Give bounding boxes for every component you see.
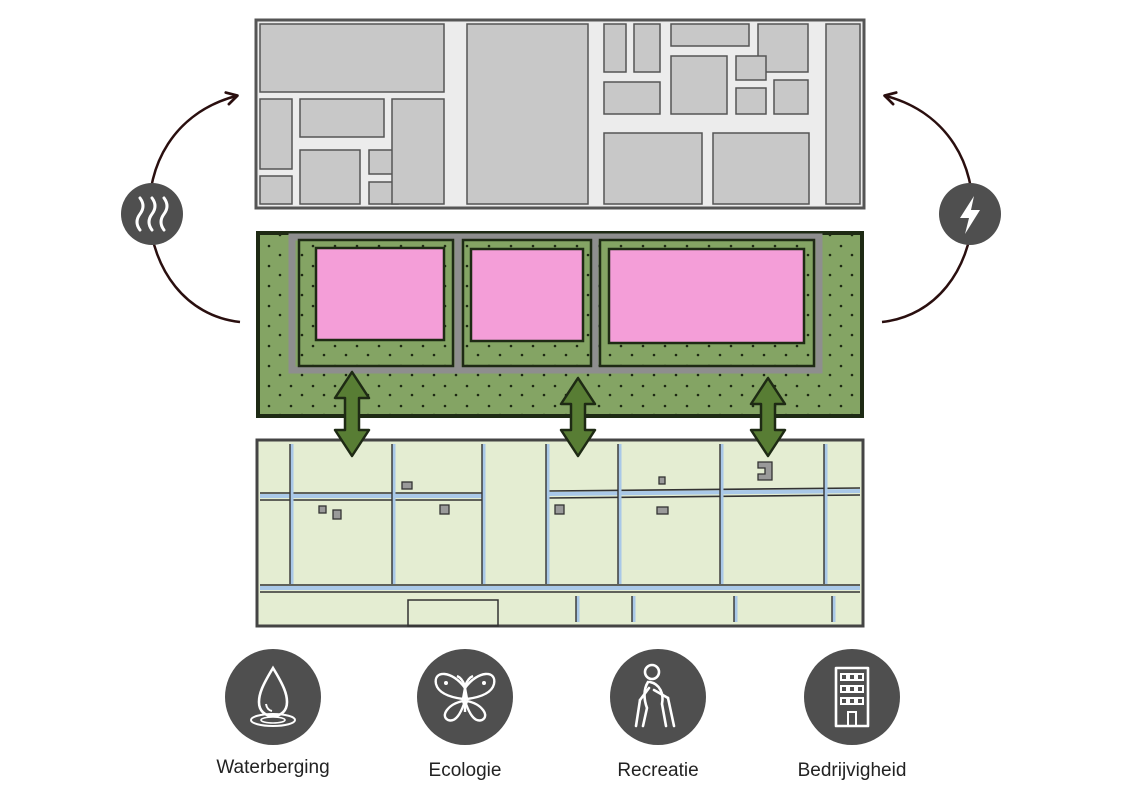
exchange-arrows [333, 370, 787, 458]
urban-area [254, 18, 866, 210]
office-building-icon [804, 649, 900, 745]
elderly-walker-icon [610, 649, 706, 745]
legend-label-recreatie: Recreatie [617, 760, 699, 781]
pink-block-1 [314, 246, 446, 342]
double-arrow-2 [559, 376, 597, 458]
green-buffer-zone [256, 231, 864, 418]
double-arrow-3 [749, 376, 787, 458]
legend-label-bedrijvigheid: Bedrijvigheid [797, 760, 907, 781]
rural-polder-area [255, 438, 865, 628]
lightning-bolt-icon [939, 183, 1001, 245]
double-arrow-1 [333, 370, 371, 458]
pink-block-3 [607, 247, 806, 345]
legend-label-waterberging: Waterberging [216, 757, 330, 778]
butterfly-icon [417, 649, 513, 745]
heat-waves-icon [121, 183, 183, 245]
pink-block-2 [469, 247, 585, 343]
water-drop-icon [225, 649, 321, 745]
legend-label-ecologie: Ecologie [428, 760, 502, 781]
